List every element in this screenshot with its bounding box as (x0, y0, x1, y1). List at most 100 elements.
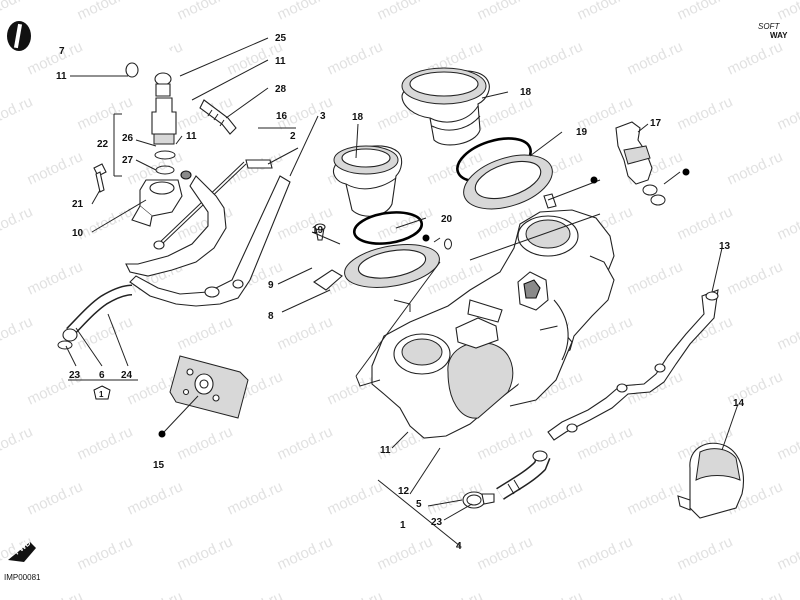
watermark-text: motod.ru (625, 258, 686, 298)
watermark-text: motod.ru (675, 93, 736, 133)
callout-22: 22 (97, 139, 109, 150)
watermark-text: motod.ru (375, 0, 436, 24)
callout-8: 8 (268, 311, 274, 322)
watermark-text: motod.ru (775, 533, 800, 573)
brand-logo: SOFT WAY (758, 22, 788, 40)
watermark-text: motod.ru (675, 533, 736, 573)
protective-cover (677, 442, 744, 519)
callout-23: 23 (69, 370, 81, 381)
watermark-text: motod.ru (0, 313, 35, 353)
watermark-text: motod.ru (475, 0, 536, 24)
watermark-text: motod.ru (275, 0, 336, 24)
callout-19: 19 (576, 127, 588, 138)
watermark-text: motod.ru (275, 313, 336, 353)
hose-clamp (462, 491, 495, 509)
hose-fitting (199, 99, 237, 135)
air-funnel-small (332, 145, 403, 217)
watermark-text: motod.ru (325, 478, 386, 518)
callout-16: 16 (276, 111, 288, 122)
callout-25: 25 (275, 33, 287, 44)
callout-14: 14 (733, 398, 745, 409)
callout-24: 24 (121, 370, 133, 381)
watermark-text: motod.ru (75, 0, 136, 24)
mounting-bracket (125, 175, 291, 307)
watermark-text: motod.ru (625, 588, 686, 600)
watermark-text: motod.ru (775, 423, 800, 463)
throttle-body (355, 209, 615, 439)
brand-line-2: WAY (770, 31, 788, 40)
callout-labels: 7 11 25 11 28 16 2 3 22 26 11 27 21 10 1… (56, 33, 745, 552)
callout-2: 2 (290, 131, 296, 142)
callout-11: 11 (380, 445, 391, 456)
watermark-text: motod.ru (225, 588, 286, 600)
brand-line-1: SOFT (758, 22, 780, 31)
watermark-text: motod.ru (625, 478, 686, 518)
watermark-text: motod.ru (25, 588, 86, 600)
watermark-text: motod.ru (325, 588, 386, 600)
callout-18: 18 (352, 112, 364, 123)
watermark-text: motod.ru (75, 423, 136, 463)
watermark-text: motod.ru (725, 588, 786, 600)
callout-23: 23 (431, 517, 443, 528)
callout-9: 9 (268, 280, 274, 291)
reference-marker-icon (93, 385, 111, 400)
callout-7: 7 (59, 46, 65, 57)
bolt (93, 163, 107, 193)
callout-1: 1 (99, 390, 104, 399)
watermark-text: motod.ru (125, 478, 186, 518)
watermark-text: motod.ru (25, 258, 86, 298)
watermark-text: motod.ru (175, 423, 236, 463)
intake-hose (496, 450, 551, 500)
watermark-text: motod.ru (575, 0, 636, 24)
callout-18: 18 (520, 87, 532, 98)
watermark-text: motod.ru (325, 38, 386, 78)
callout-27: 27 (122, 155, 134, 166)
watermark-text: motod.ru (175, 0, 236, 24)
breather-hose (125, 47, 208, 104)
callout-13: 13 (719, 241, 731, 252)
image-code: IMP00081 (4, 573, 41, 582)
watermark-text: motod.ru (525, 478, 586, 518)
watermark-text: motod.ru (75, 533, 136, 573)
watermark-text: motod.ru (0, 0, 35, 24)
watermark-text: motod.ru (275, 423, 336, 463)
watermark-text: motod.ru (525, 588, 586, 600)
watermark-text: motod.ru (775, 0, 800, 24)
watermark-text: motod.ru (625, 38, 686, 78)
callout-1: 1 (400, 520, 406, 531)
callout-26: 26 (122, 133, 134, 144)
watermark-text: motod.ru (775, 93, 800, 133)
callout-15: 15 (153, 460, 165, 471)
callout-11: 11 (186, 131, 197, 142)
gasket-plate (169, 355, 249, 419)
small-fasteners (313, 193, 557, 291)
fuel-injector (615, 121, 666, 206)
watermark-text: motod.ru (475, 533, 536, 573)
callout-4: 4 (456, 541, 462, 552)
callout-17: 17 (650, 118, 662, 129)
watermark-text: motod.ru (775, 313, 800, 353)
watermark-text: motod.ru (725, 38, 786, 78)
watermark-text: motod.ru (25, 148, 86, 188)
callout-20: 20 (441, 214, 453, 225)
watermark-text: motod.ru (125, 588, 186, 600)
watermark-text: motod.ru (75, 93, 136, 133)
watermark-text: motod.ru (75, 203, 136, 243)
watermark-text: motod.ru (175, 313, 236, 353)
callout-10: 10 (72, 228, 84, 239)
callout-28: 28 (275, 84, 287, 95)
air-funnel-large (401, 67, 490, 146)
fuel-rail (547, 289, 719, 441)
callout-21: 21 (72, 199, 84, 210)
watermark-text: motod.ru (575, 533, 636, 573)
callout-12: 12 (398, 486, 410, 497)
vacuum-hose (57, 284, 133, 350)
callout-3: 3 (320, 111, 326, 122)
callout-6: 6 (99, 370, 105, 381)
watermark-text: motod.ru (225, 478, 286, 518)
watermark-text: motod.ru (275, 533, 336, 573)
sensor-housing (131, 170, 192, 227)
callout-5: 5 (416, 499, 422, 510)
